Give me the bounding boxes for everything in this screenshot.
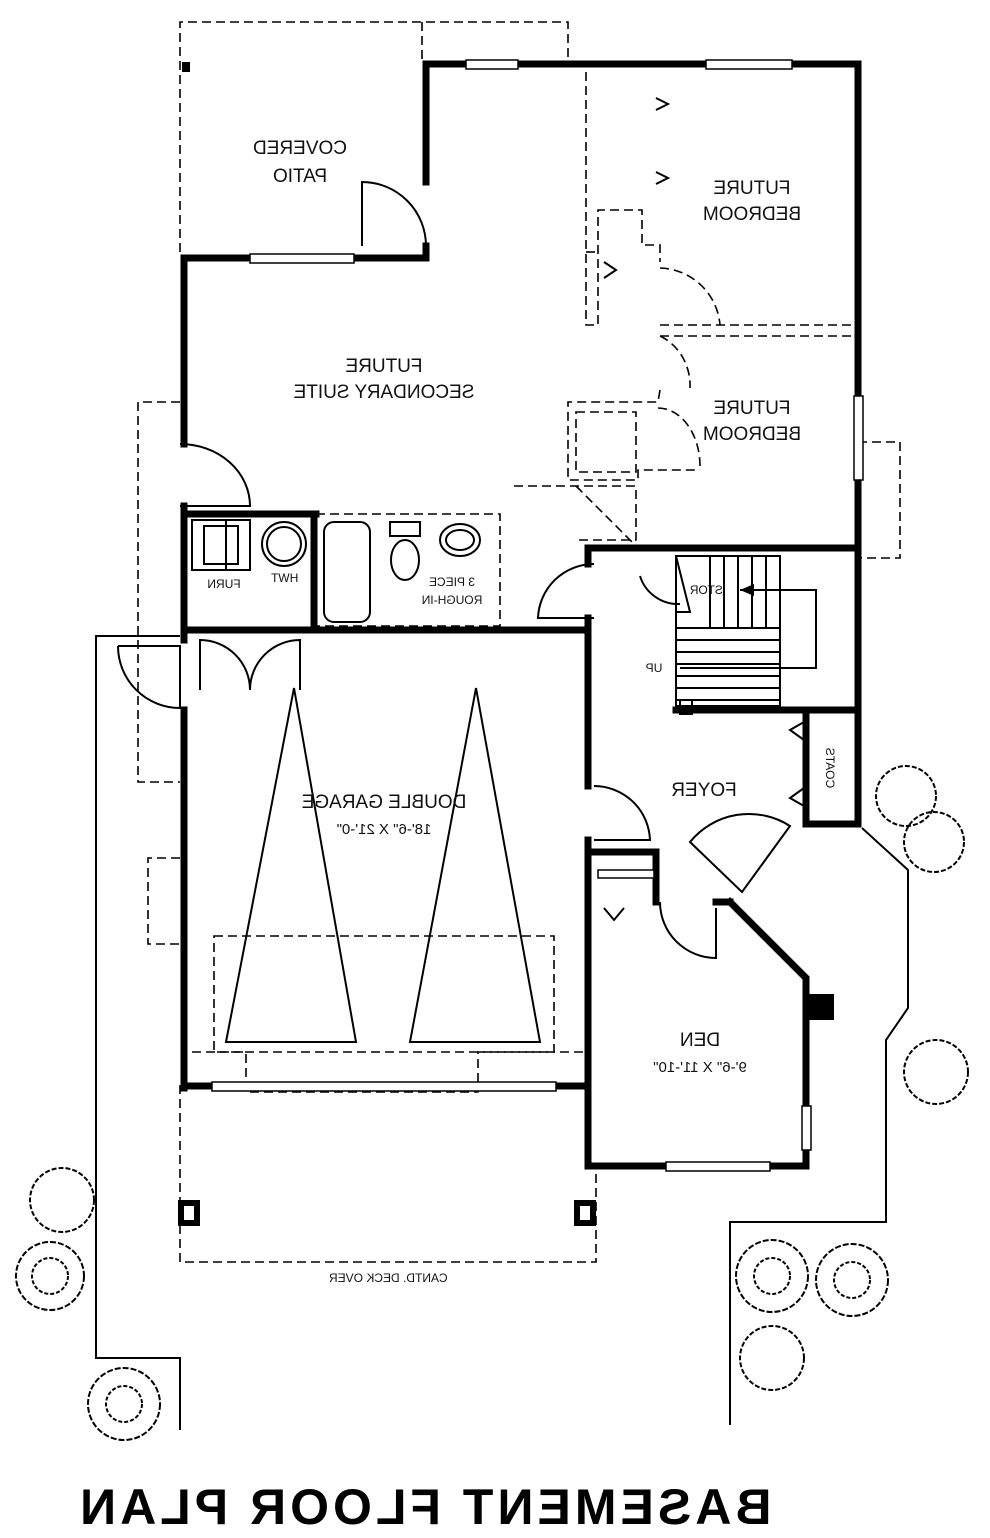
room-labels: COVERED PATIO FUTURE BEDROOM FUTURE SECO… xyxy=(207,138,837,1285)
label-double-garage: DOUBLE GARAGE xyxy=(302,792,467,813)
walls xyxy=(180,60,862,1170)
windows xyxy=(211,59,864,1172)
label-deck: CANTD. DECK OVER xyxy=(329,1271,448,1285)
garage-car-outlines xyxy=(224,687,542,1043)
label-future-bedroom-bottom-1: FUTURE xyxy=(713,398,790,419)
label-foyer: FOYER xyxy=(671,780,736,801)
plan-title: BASEMENT FLOOR PLAN xyxy=(60,1478,771,1538)
label-covered-patio-1: COVERED xyxy=(253,138,347,159)
dashed-outlines xyxy=(137,21,901,1263)
site-boundary xyxy=(95,635,909,1430)
label-hwt: HWT xyxy=(270,571,298,585)
label-future-suite-2: SECONDARY SUITE xyxy=(294,382,475,403)
label-up: UP xyxy=(646,661,663,675)
plan-title-text: BASEMENT FLOOR PLAN xyxy=(76,1479,772,1535)
door-swings xyxy=(117,97,805,960)
label-stor: STOR xyxy=(689,583,722,597)
label-covered-patio-2: PATIO xyxy=(273,166,327,187)
label-double-garage-size: 18'-6" X 21'-0" xyxy=(337,821,432,838)
label-future-bedroom-top-2: BEDROOM xyxy=(703,204,801,225)
label-rough-in-1: 3 PIECE xyxy=(429,575,475,589)
label-den: DEN xyxy=(680,1030,720,1051)
label-furn: FURN xyxy=(207,577,240,591)
label-future-suite-1: FUTURE xyxy=(345,356,422,377)
label-coats: COATS xyxy=(823,748,837,788)
label-future-bedroom-bottom-2: BEDROOM xyxy=(703,424,801,445)
landscaping-trees xyxy=(15,765,969,1441)
label-rough-in-2: ROUGH-IN xyxy=(422,593,483,607)
label-den-size: 9'-6" X 11'-10" xyxy=(653,1059,747,1076)
staircase xyxy=(675,555,817,715)
label-future-bedroom-top-1: FUTURE xyxy=(713,178,790,199)
floor-plan-drawing: COVERED PATIO FUTURE BEDROOM FUTURE SECO… xyxy=(15,21,969,1441)
posts xyxy=(178,62,834,1226)
fixtures xyxy=(191,519,481,623)
